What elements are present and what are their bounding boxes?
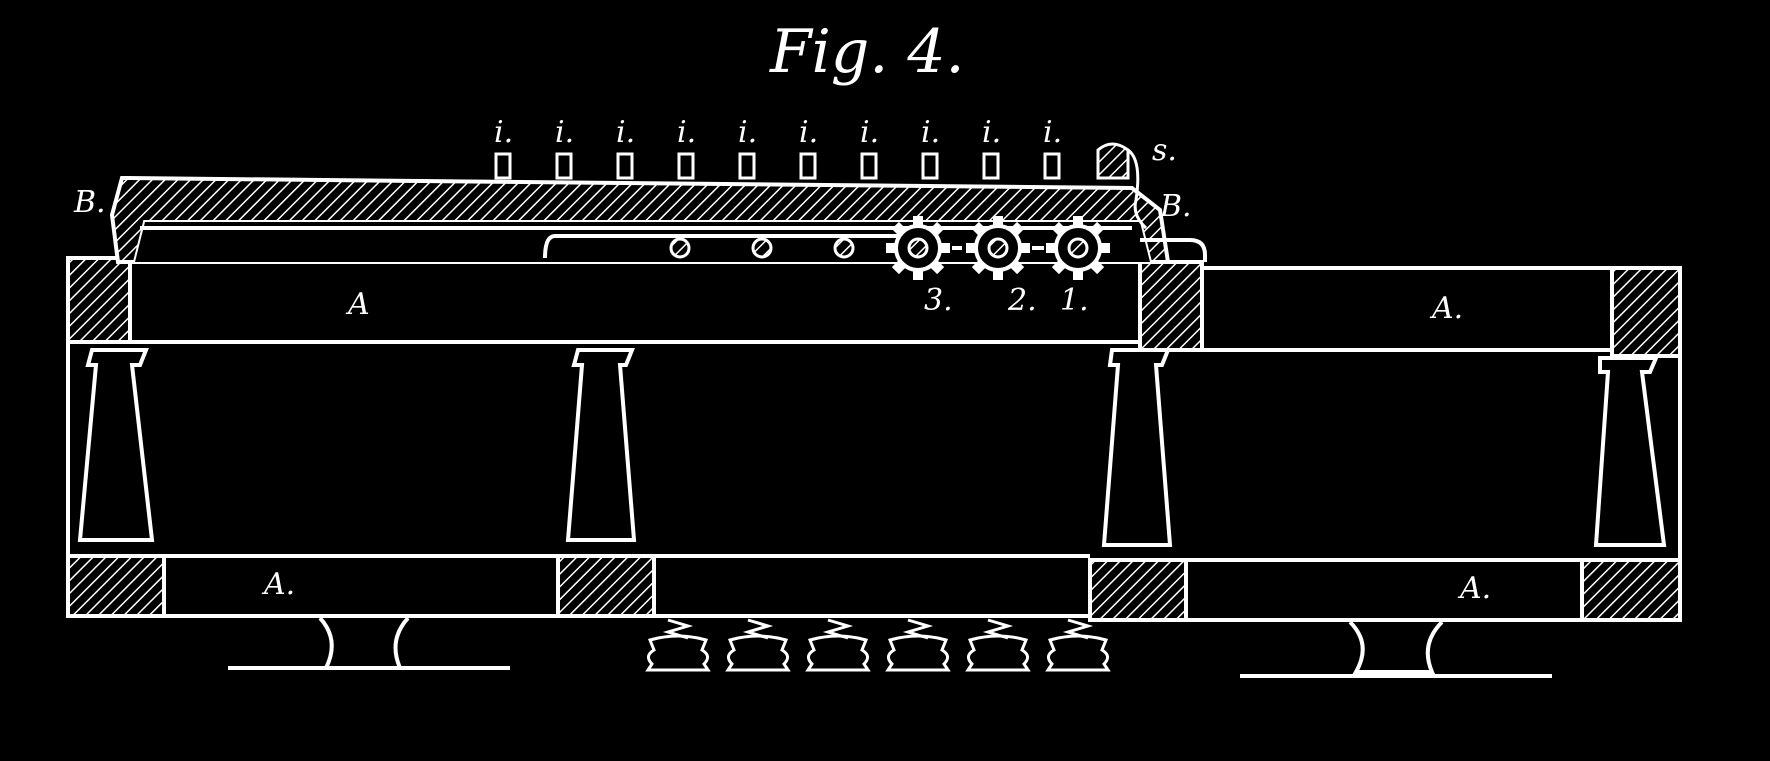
pin <box>982 152 1000 180</box>
pin-row <box>494 152 1061 180</box>
label-case-left: B. <box>73 185 106 220</box>
label-pin: i. <box>982 115 1001 150</box>
pin <box>921 152 939 180</box>
pin <box>860 152 878 180</box>
spring-knob <box>805 618 871 672</box>
pin <box>677 152 695 180</box>
label-frame-top-left: A <box>345 287 370 322</box>
pin <box>738 152 756 180</box>
spring-knob <box>1045 618 1111 672</box>
label-frame-bottom-right: A. <box>1457 571 1491 606</box>
upper-frame-right <box>1202 266 1682 620</box>
labels: A A. A. A. B. B. s. 1. 2. 3. i. i. i. i. i. i… <box>73 115 1491 606</box>
label-pin: i. <box>860 115 879 150</box>
label-gear-1: 1. <box>1060 283 1089 318</box>
label-pin: i. <box>1043 115 1062 150</box>
spring-knob <box>885 618 951 672</box>
gear <box>1046 216 1110 280</box>
label-pin: i. <box>616 115 635 150</box>
label-pin: i. <box>555 115 574 150</box>
label-frame-bottom-left: A. <box>261 567 295 602</box>
spring-knob <box>965 618 1031 672</box>
pin <box>494 152 512 180</box>
spring-knob <box>725 618 791 672</box>
pin <box>616 152 634 180</box>
gear <box>886 216 950 280</box>
label-pin: i. <box>799 115 818 150</box>
title-group: Fig. 4. <box>769 17 965 87</box>
stop-s <box>1096 142 1148 230</box>
label-pin: i. <box>921 115 940 150</box>
gear-train <box>886 216 1110 280</box>
gear <box>966 216 1030 280</box>
label-pin: i. <box>494 115 513 150</box>
pin <box>555 152 573 180</box>
label-pin: i. <box>738 115 757 150</box>
spring-knob <box>645 618 711 672</box>
pin <box>1043 152 1061 180</box>
feet <box>228 616 1552 678</box>
lower-frame <box>66 258 1682 622</box>
label-gear-2: 2. <box>1007 283 1037 318</box>
label-case-right: B. <box>1159 189 1192 224</box>
columns <box>77 348 1667 547</box>
spring-knobs <box>645 618 1111 672</box>
label-stop: s. <box>1152 133 1177 168</box>
label-pin: i. <box>677 115 696 150</box>
label-gear-3: 3. <box>924 283 953 318</box>
label-frame-top-right: A. <box>1429 291 1463 326</box>
pin <box>799 152 817 180</box>
shaft-holes <box>669 237 855 259</box>
figure-title: Fig. 4. <box>769 17 965 87</box>
